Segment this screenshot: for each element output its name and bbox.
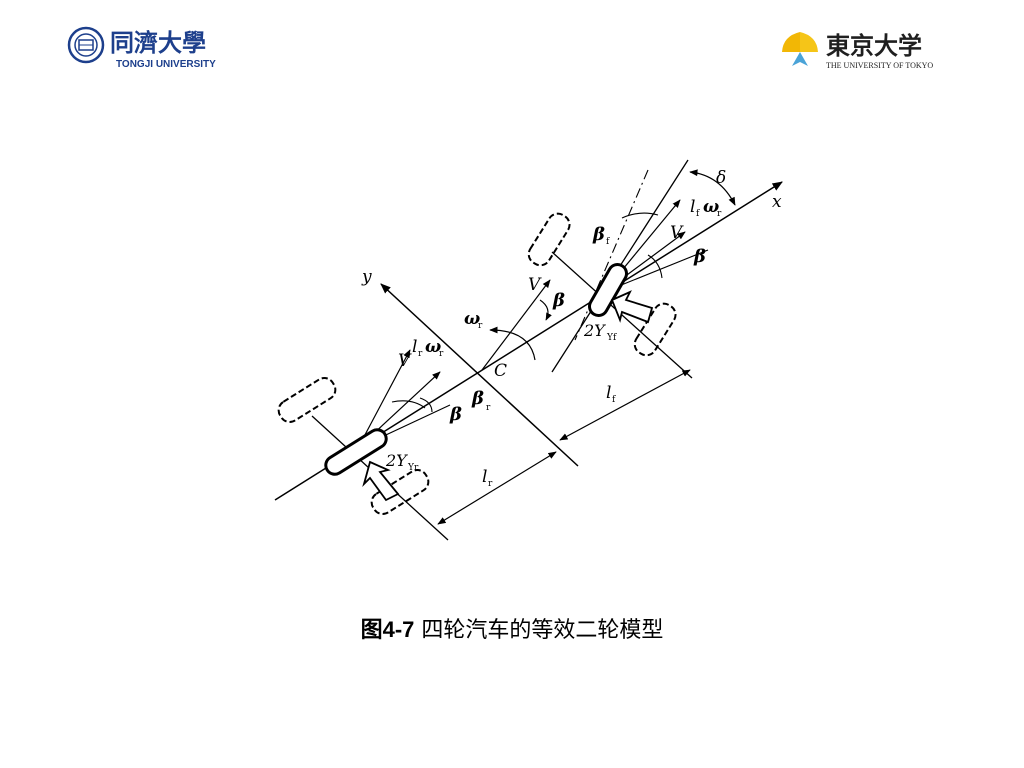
c-beta-label: β <box>552 290 565 311</box>
front-wheel-heading <box>574 169 649 341</box>
dashed-wheel-rear-left <box>277 377 337 423</box>
front-beta-arc <box>621 212 659 219</box>
dashed-wheel-front-left <box>527 212 571 267</box>
omega-r-sub: r <box>478 321 483 331</box>
lf-omega-label-l: l <box>690 197 695 217</box>
x-axis-label: x <box>772 192 782 212</box>
rear-velocity-vector <box>357 349 411 449</box>
lf-omega-label-omega-sub: r <box>717 209 722 219</box>
lf-dimension-label: l <box>606 383 611 403</box>
rear-force-label: 2Y <box>385 451 408 470</box>
tokyo-name-en: THE UNIVERSITY OF TOKYO <box>826 61 933 70</box>
tongji-name-en: TONGJI UNIVERSITY <box>116 59 216 70</box>
beta-r-sub: r <box>486 403 491 413</box>
delta-label: δ <box>716 168 726 188</box>
beta-f-label: β <box>592 224 605 245</box>
ginkgo-leaf-icon <box>782 32 818 66</box>
omega-arc <box>489 326 536 361</box>
lr-omega-label-l: l <box>412 337 417 357</box>
omega-r-label: ω <box>464 309 480 329</box>
c-velocity-vector <box>481 279 551 371</box>
rear-force-sub: Yr <box>407 463 419 473</box>
figure-number: 图4-7 <box>360 617 415 642</box>
beta-f-sub: f <box>606 237 610 247</box>
tongji-seal-icon <box>67 26 105 64</box>
c-beta-arc <box>539 299 552 321</box>
rear-force-arrow <box>362 460 400 502</box>
lf-dimension <box>559 369 691 441</box>
lr-omega-label-omega: ω <box>425 337 441 357</box>
dashed-wheel-front-right <box>633 302 677 357</box>
lf-omega-label-omega: ω <box>703 197 719 217</box>
lf-dimension-sub: f <box>612 395 616 405</box>
rear-beta-arc <box>391 400 426 409</box>
tongji-name-cn: 同濟大學 <box>110 29 206 57</box>
front-equivalent-wheel <box>588 263 628 317</box>
lr-dimension-label: l <box>482 467 487 487</box>
y-axis-label: y <box>361 267 372 287</box>
lr-omega-label-sub: r <box>418 349 423 359</box>
front-force-sub: Yf <box>606 333 617 343</box>
c-label: C <box>494 361 507 381</box>
tokyo-university-logo: 東京大学 THE UNIVERSITY OF TOKYO <box>782 31 933 70</box>
figure-caption-text: 四轮汽车的等效二轮模型 <box>414 618 664 643</box>
rear-betar-arc <box>419 397 433 413</box>
front-force-arrow <box>610 290 654 324</box>
tokyo-name-cn: 東京大学 <box>826 31 922 60</box>
lr-omega-label-omega-sub: r <box>439 349 444 359</box>
lr-dimension <box>437 451 557 525</box>
c-v-label: V <box>528 275 542 295</box>
lr-dimension-sub: r <box>488 479 493 489</box>
beta-r-label: β <box>471 388 484 409</box>
lf-omega-label-sub: f <box>696 209 700 219</box>
y-axis <box>380 283 579 467</box>
tongji-university-logo: 同濟大學 TONGJI UNIVERSITY <box>67 26 216 70</box>
rear-v-label: V <box>398 351 412 371</box>
figure-caption: 图4-7 四轮汽车的等效二轮模型 <box>0 612 1024 644</box>
front-force-label: 2Y <box>583 321 606 340</box>
front-v-label: V <box>670 223 684 243</box>
front-beta2-arc <box>647 254 663 279</box>
rear-equivalent-wheel <box>324 428 388 476</box>
rear-beta-label: β <box>449 404 462 425</box>
front-beta-label: β <box>693 246 706 267</box>
dashed-wheel-rear-right <box>370 469 430 515</box>
delta-arc <box>689 169 736 206</box>
